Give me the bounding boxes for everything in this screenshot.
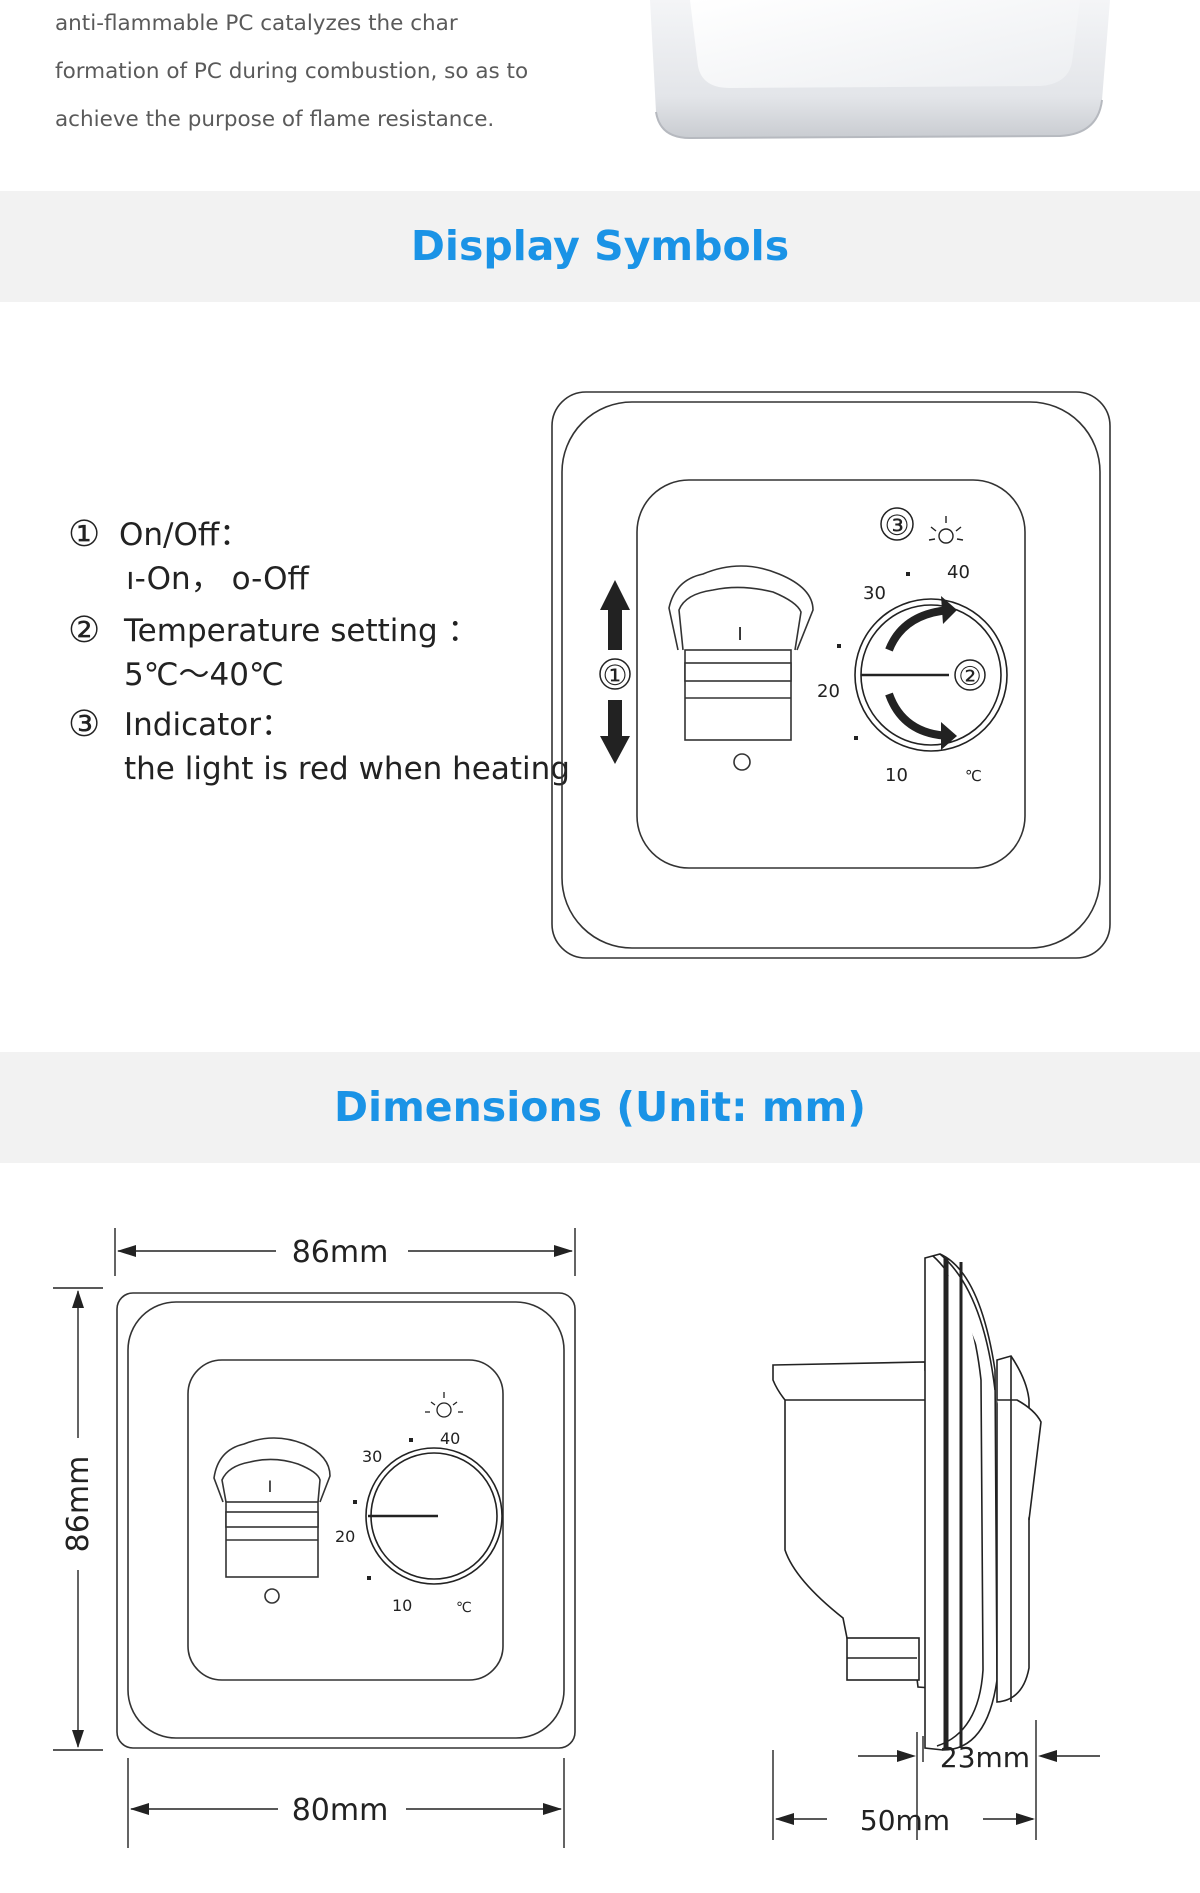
display-symbols-header: Display Symbols [0, 191, 1200, 302]
indicator-light-icon [928, 516, 964, 544]
dimensions-title: Dimensions (Unit: mm) [333, 1083, 867, 1131]
dial-unit: ℃ [965, 767, 982, 785]
product-photo [650, 0, 1110, 140]
marker-2-circle [954, 659, 986, 691]
inner-panel [636, 479, 1026, 869]
marker-1-circle [599, 658, 631, 690]
legend-item-indicator: ③ Indicator： the light is red when heati… [68, 703, 570, 791]
frame-bevel [561, 401, 1101, 949]
intro-line-3: achieve the purpose of flame resistance. [55, 107, 495, 132]
dimension-switch-on-label: I [268, 1477, 273, 1496]
dimension-dial [365, 1447, 503, 1585]
outer-frame [551, 391, 1111, 959]
height-outer-label: 86mm [61, 1456, 96, 1553]
marker-3-circle [880, 507, 914, 541]
dimension-dial-unit: ℃ [456, 1600, 472, 1616]
dimension-indicator-icon [425, 1392, 463, 1418]
marker-1-label: ① [602, 659, 627, 692]
width-inner-label: 80mm [292, 1793, 389, 1828]
dial-tick-30: 30 [863, 583, 886, 604]
marker-3-label: ③ [884, 509, 909, 542]
temperature-dial [854, 598, 1008, 752]
legend-item-on-off: ① On/Off： ı-On， o-Off [68, 513, 558, 609]
legend-indicator-detail: the light is red when heating [124, 751, 570, 787]
dial-tick-20: 20 [817, 681, 840, 702]
dimension-dial-tick-40: 40 [440, 1429, 460, 1448]
depth-total-label: 50mm [860, 1804, 950, 1837]
legend-number-2: ② [68, 610, 101, 651]
legend-number-3: ③ [68, 704, 101, 745]
dimension-dial-tick-10: 10 [392, 1596, 412, 1615]
legend-temperature-title: Temperature setting ： [124, 613, 479, 649]
legend-number-1: ① [68, 514, 101, 555]
width-outer-label: 86mm [292, 1235, 389, 1270]
dimension-switch [213, 1437, 331, 1604]
intro-line-2: formation of PC during combustion, so as… [55, 59, 529, 84]
thermostat-front-diagram: ① I ② 30 40 20 10 ℃ ③ [551, 391, 1111, 959]
front-dimension-diagram: 86mm 86mm I 30 40 20 10 ℃ [53, 1228, 576, 1848]
intro-text: anti-flammable PC catalyzes the char for… [55, 0, 615, 144]
legend-on-off-title: On/Off： [119, 517, 251, 553]
switch-on-label: I [737, 624, 742, 645]
display-symbols-title: Display Symbols [410, 222, 790, 270]
legend-item-temperature: ② Temperature setting ： 5℃～40℃ [68, 609, 558, 703]
dimensions-header: Dimensions (Unit: mm) [0, 1052, 1200, 1163]
legend-indicator-title: Indicator： [124, 707, 292, 743]
symbol-legend: ① On/Off： ı-On， o-Off ② Temperature sett… [68, 513, 570, 791]
marker-2-label: ② [958, 662, 981, 692]
dimension-dial-tick-30: 30 [362, 1447, 382, 1466]
legend-on-off-detail: ı-On， o-Off [126, 561, 309, 597]
dimension-dial-tick-20: 20 [335, 1527, 355, 1546]
depth-front-label: 23mm [940, 1741, 1030, 1774]
side-dimension-diagram: 23mm 50mm [772, 1253, 1100, 1840]
power-switch [668, 565, 814, 771]
up-down-arrows [600, 580, 630, 764]
dial-tick-10: 10 [885, 765, 908, 786]
legend-temperature-detail: 5℃～40℃ [124, 657, 284, 693]
dial-tick-40: 40 [947, 562, 970, 583]
intro-line-1: anti-flammable PC catalyzes the char [55, 11, 458, 36]
dial-direction-arrows [885, 606, 950, 740]
